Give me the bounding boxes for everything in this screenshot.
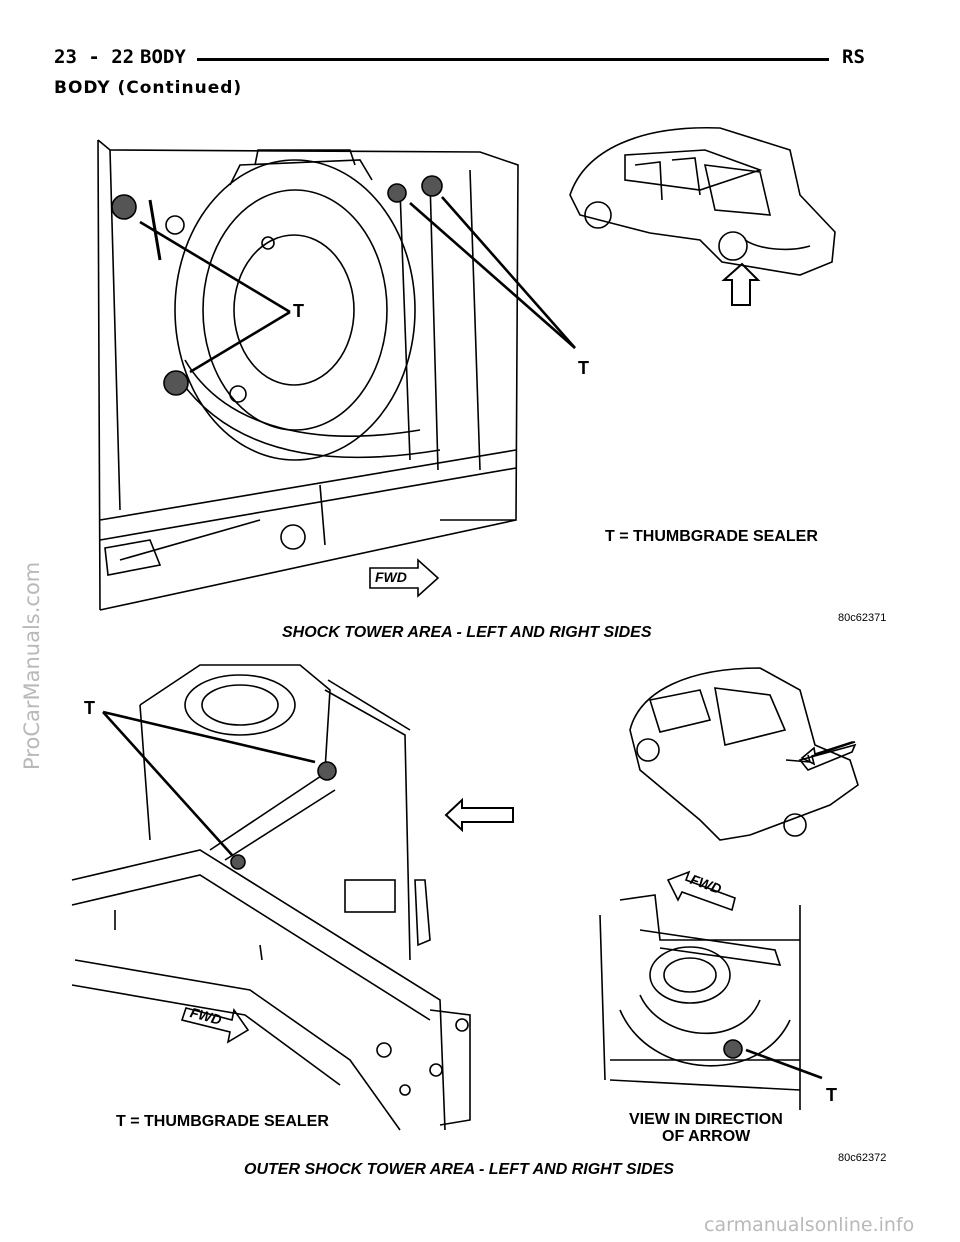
callout-t-top: T [84,698,95,718]
page-number: 23 - 22 [54,46,135,68]
callout-t-inset: T [826,1085,837,1105]
view-direction-line1: VIEW IN DIRECTION [629,1111,783,1128]
footer-watermark: carmanualsonline.info [704,1214,915,1236]
section-title: BODY [140,46,186,68]
side-watermark: ProCarManuals.com [20,561,44,770]
sealer-legend-2: T = THUMBGRADE SEALER [116,1113,329,1130]
callout-t-right: T [578,358,589,378]
figure-id-2: 80c62372 [838,1152,887,1164]
figure-caption-2: OUTER SHOCK TOWER AREA - LEFT AND RIGHT … [244,1161,674,1178]
header-rule [197,58,829,61]
callout-t-left: T [293,301,304,321]
model-code: RS [842,46,865,68]
continued-heading: BODY (Continued) [54,78,243,98]
figure-id: 80c62371 [838,612,887,624]
view-direction-line2: OF ARROW [662,1128,751,1145]
fwd-arrow-label: FWD [375,569,407,585]
sealer-legend: T = THUMBGRADE SEALER [605,528,818,545]
figure-caption: SHOCK TOWER AREA - LEFT AND RIGHT SIDES [282,624,652,641]
